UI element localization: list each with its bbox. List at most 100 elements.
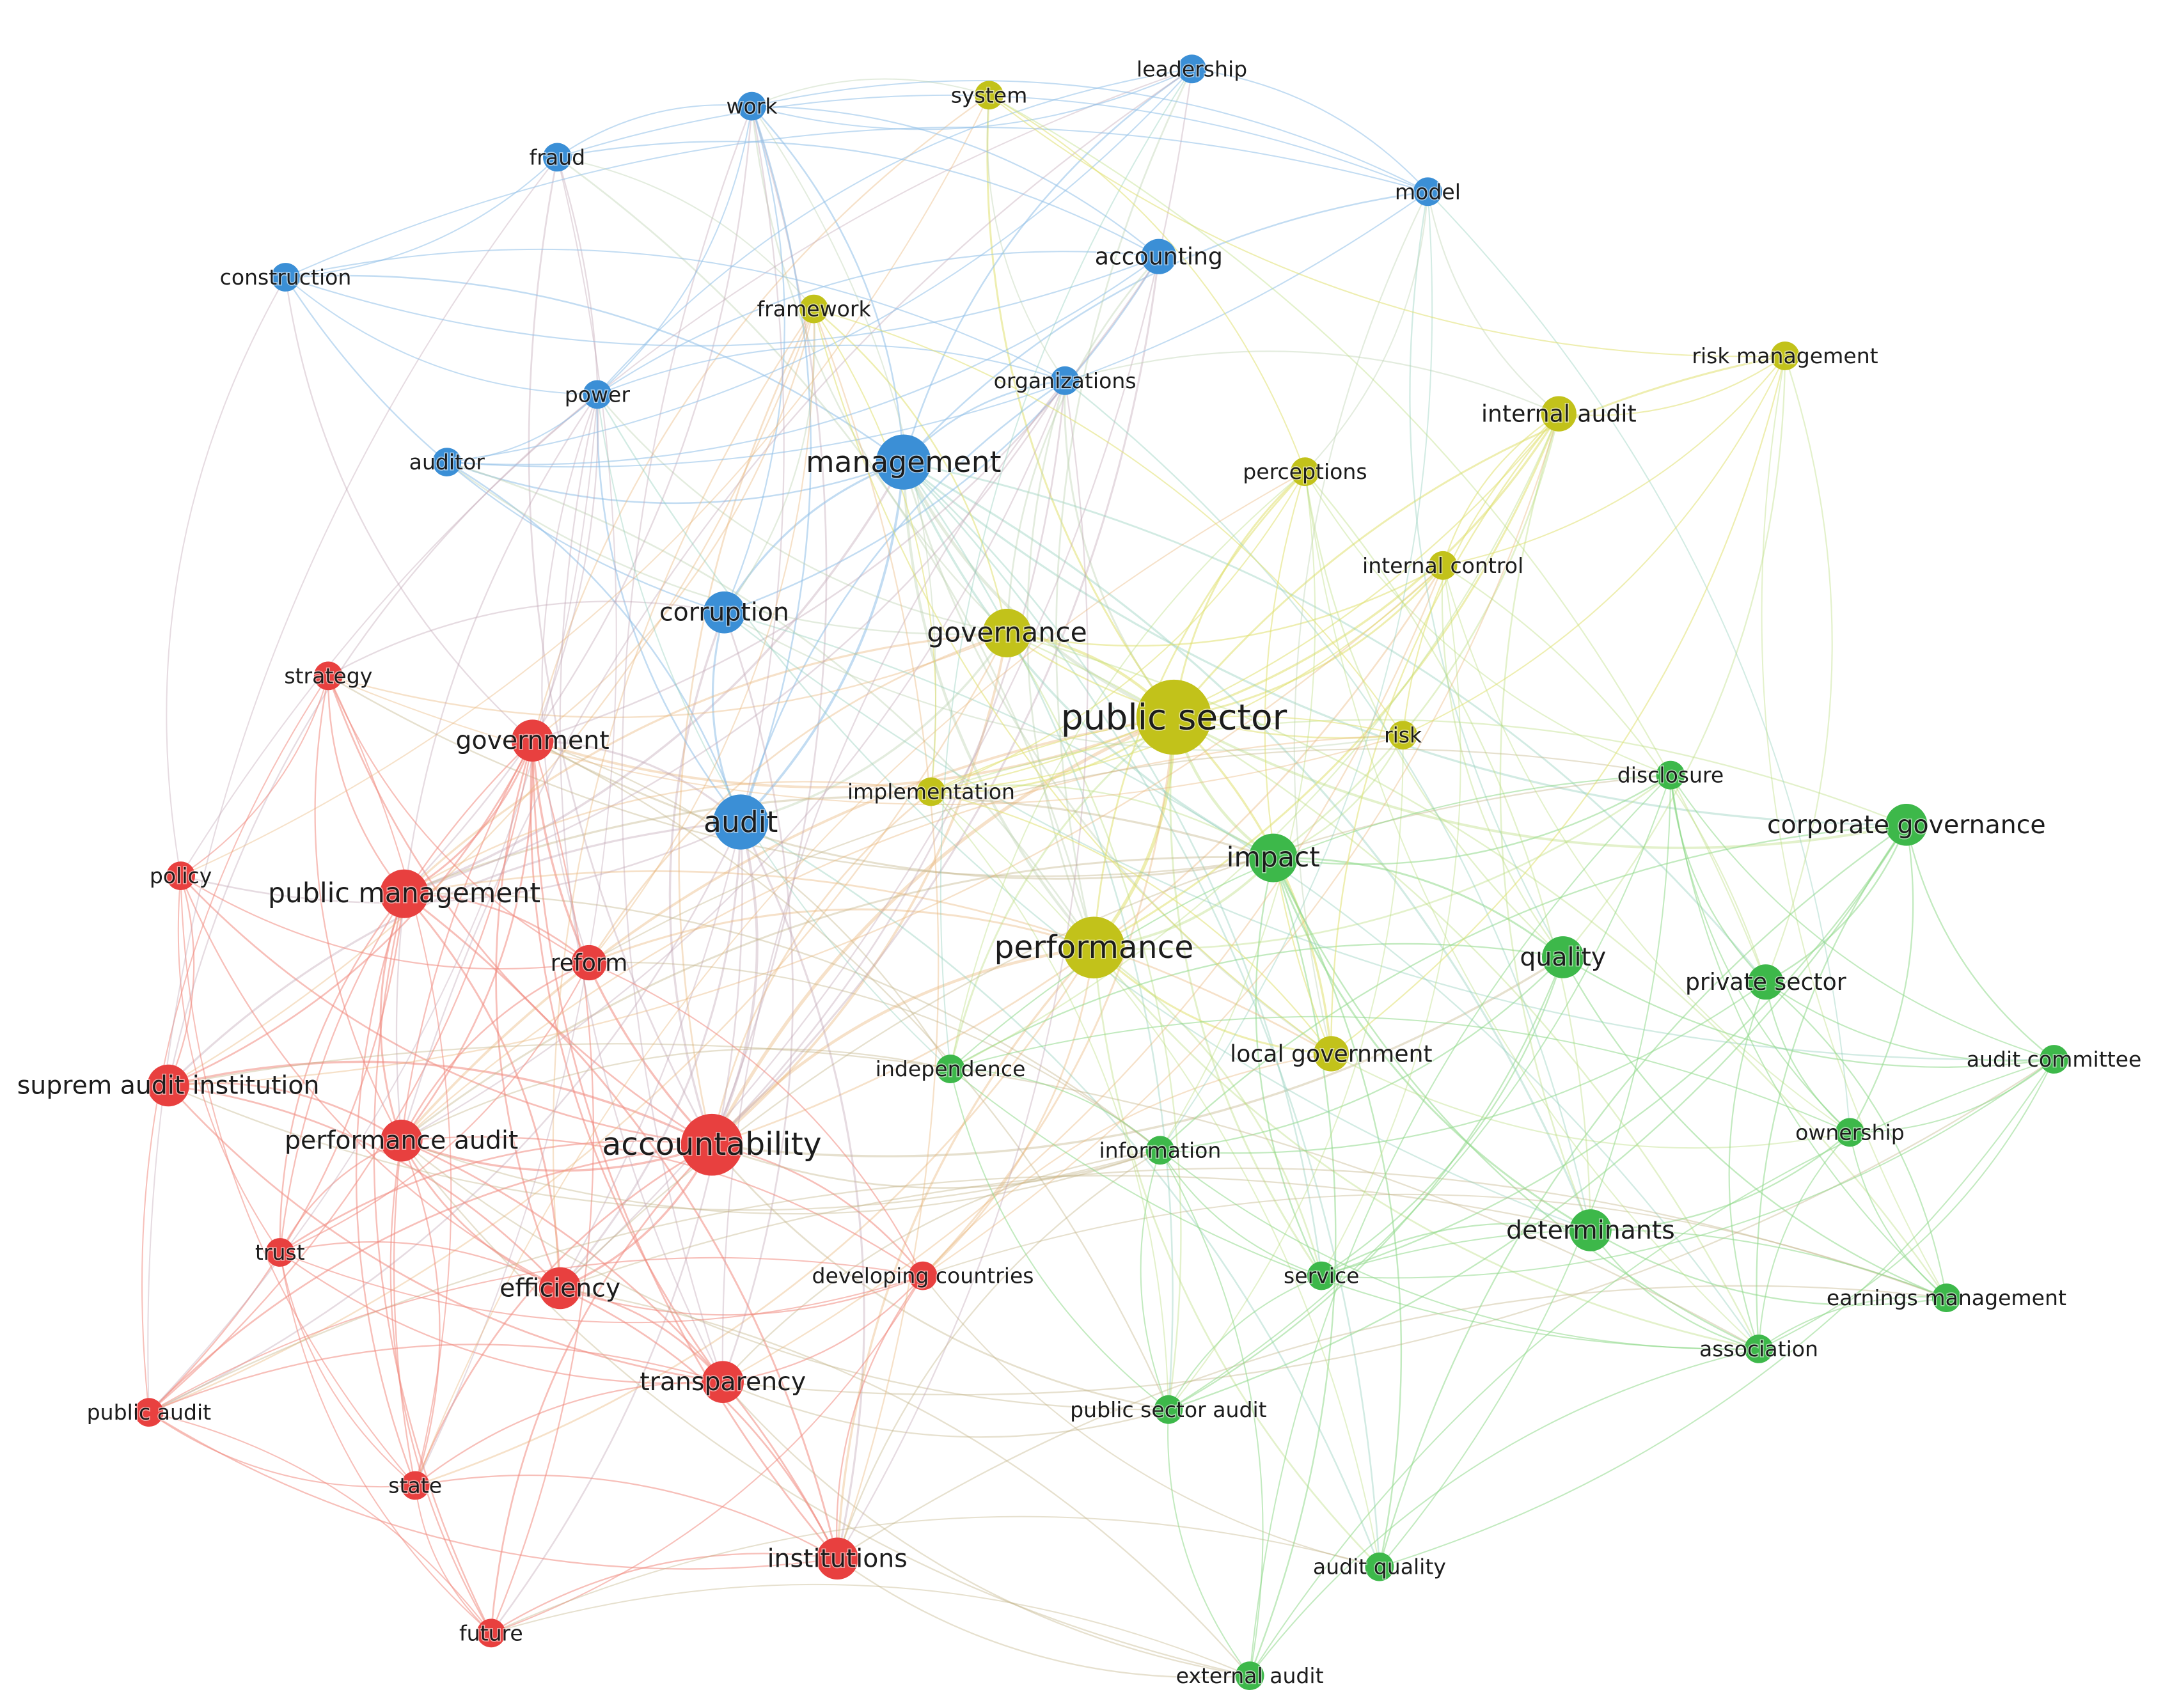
edge xyxy=(1670,774,2054,1060)
edge xyxy=(560,1287,838,1559)
edge xyxy=(1765,981,1947,1298)
edge xyxy=(902,461,1907,826)
node-policy[interactable] xyxy=(166,861,195,890)
edge xyxy=(1192,68,1429,192)
edge xyxy=(401,1048,951,1141)
node-institutions[interactable] xyxy=(816,1537,858,1580)
node-audit-quality[interactable] xyxy=(1365,1552,1394,1581)
node-corruption[interactable] xyxy=(703,591,746,634)
node-disclosure[interactable] xyxy=(1656,760,1685,790)
node-accountability[interactable] xyxy=(680,1113,743,1176)
node-audit[interactable] xyxy=(713,794,769,850)
node-state[interactable] xyxy=(400,1471,430,1500)
node-risk-management[interactable] xyxy=(1770,341,1800,370)
label-developing-countries: developing countries xyxy=(812,1264,1034,1289)
label-layer: public sectoraccountabilitymanagementaud… xyxy=(16,56,2143,1689)
label-risk-management: risk management xyxy=(1692,343,1878,368)
node-ownership[interactable] xyxy=(1836,1118,1864,1147)
node-governance[interactable] xyxy=(982,609,1032,657)
edge xyxy=(1064,350,1559,415)
node-power[interactable] xyxy=(583,380,612,409)
node-organizations[interactable] xyxy=(1050,366,1080,395)
label-audit: audit xyxy=(704,805,778,839)
edge xyxy=(401,380,1066,1141)
node-perceptions[interactable] xyxy=(1291,457,1319,487)
node-public-sector-audit[interactable] xyxy=(1154,1395,1183,1424)
node-private-sector[interactable] xyxy=(1748,964,1784,1000)
node-fraud[interactable] xyxy=(543,143,572,172)
edge xyxy=(1409,191,1564,958)
edge xyxy=(710,716,1175,1146)
edge xyxy=(739,462,905,823)
label-framework: framework xyxy=(757,297,872,322)
edge xyxy=(1321,565,1461,1276)
edge xyxy=(1442,565,1766,983)
node-internal-control[interactable] xyxy=(1428,551,1458,580)
node-information[interactable] xyxy=(1145,1136,1175,1165)
edge xyxy=(491,1583,1250,1677)
node-auditor[interactable] xyxy=(432,448,462,476)
node-determinants[interactable] xyxy=(1569,1209,1612,1251)
edge xyxy=(141,675,329,1413)
edge xyxy=(1499,413,1592,1231)
node-public-audit[interactable] xyxy=(134,1398,164,1427)
edge xyxy=(1559,355,1786,416)
edge xyxy=(541,394,598,963)
node-impact[interactable] xyxy=(1248,833,1298,882)
node-performance[interactable] xyxy=(1063,916,1125,979)
edge xyxy=(722,1149,1161,1383)
edge xyxy=(559,106,785,1289)
node-risk[interactable] xyxy=(1388,721,1418,749)
node-earnings-management[interactable] xyxy=(1932,1283,1961,1312)
node-public-management[interactable] xyxy=(380,869,429,918)
edge xyxy=(723,256,1160,613)
node-internal-audit[interactable] xyxy=(1541,396,1577,432)
edge xyxy=(1094,774,1671,950)
node-independence[interactable] xyxy=(936,1054,965,1083)
node-quality[interactable] xyxy=(1542,936,1584,978)
edge xyxy=(1765,356,1833,983)
edge xyxy=(949,716,1175,1069)
edge xyxy=(1026,380,1095,948)
edge xyxy=(148,893,405,1413)
node-external-audit[interactable] xyxy=(1235,1661,1264,1691)
edge xyxy=(751,106,905,462)
node-model[interactable] xyxy=(1413,177,1442,207)
edge xyxy=(597,344,1066,395)
node-future[interactable] xyxy=(476,1618,506,1648)
node-efficiency[interactable] xyxy=(539,1267,581,1310)
edge xyxy=(1249,774,1671,1676)
node-reform[interactable] xyxy=(571,944,607,981)
node-service[interactable] xyxy=(1307,1261,1336,1290)
node-management[interactable] xyxy=(876,434,931,490)
edge xyxy=(180,875,561,1289)
node-transparency[interactable] xyxy=(702,1361,744,1403)
node-leadership[interactable] xyxy=(1177,54,1206,84)
node-construction[interactable] xyxy=(271,263,300,292)
edge xyxy=(740,821,1381,1567)
node-suprem-audit-institution[interactable] xyxy=(147,1064,189,1107)
edge xyxy=(148,632,1008,1413)
edge xyxy=(148,740,533,1413)
edge xyxy=(148,1175,1591,1413)
node-implementation[interactable] xyxy=(916,777,946,806)
node-trust[interactable] xyxy=(265,1238,295,1267)
edge xyxy=(168,1043,1759,1350)
edge xyxy=(446,461,904,505)
node-audit-committee[interactable] xyxy=(2040,1045,2069,1074)
node-developing-countries[interactable] xyxy=(908,1261,938,1290)
edge xyxy=(1758,1059,2055,1350)
node-performance-audit[interactable] xyxy=(380,1119,423,1162)
node-public-sector[interactable] xyxy=(1136,679,1212,755)
edge xyxy=(813,308,1008,634)
edge xyxy=(393,740,533,1486)
node-strategy[interactable] xyxy=(313,661,343,691)
node-government[interactable] xyxy=(511,719,554,762)
node-local-government[interactable] xyxy=(1313,1036,1349,1072)
node-corporate-governance[interactable] xyxy=(1885,804,1928,846)
node-accounting[interactable] xyxy=(1141,239,1177,274)
node-framework[interactable] xyxy=(799,294,828,324)
node-system[interactable] xyxy=(975,81,1003,110)
node-work[interactable] xyxy=(737,91,766,121)
node-association[interactable] xyxy=(1744,1335,1774,1363)
